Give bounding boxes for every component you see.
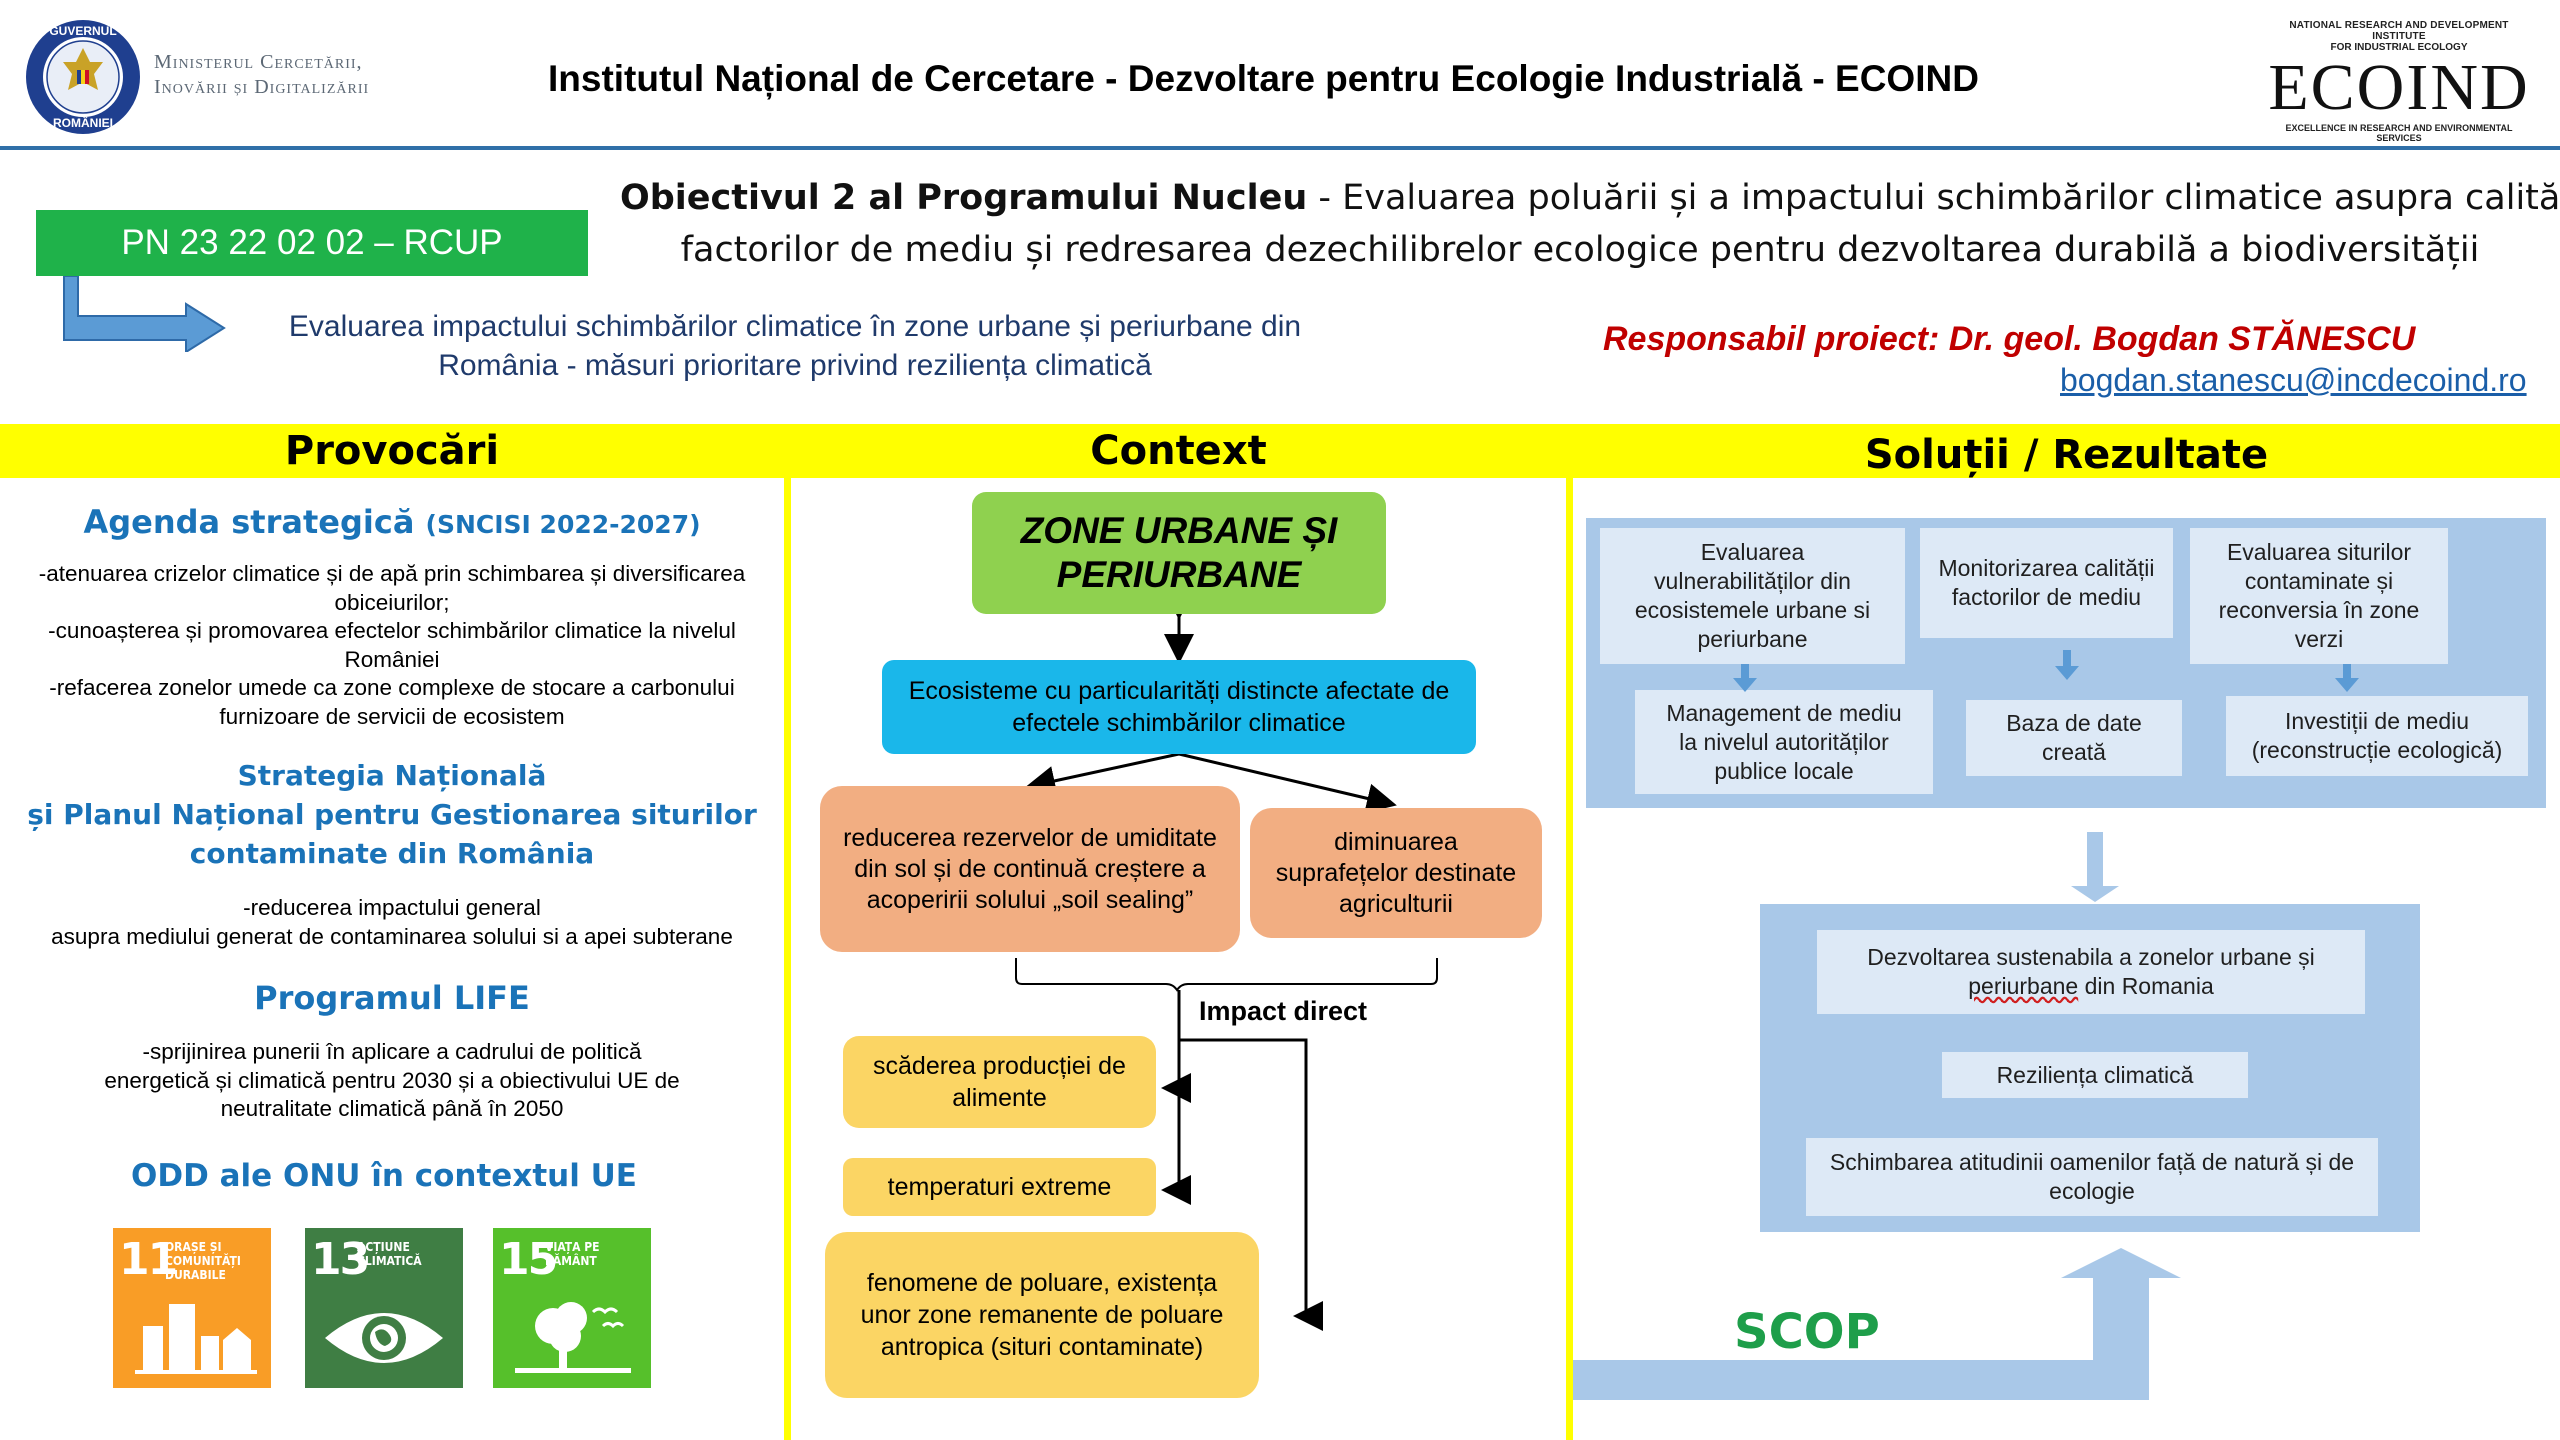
column-header-band [0, 424, 2560, 478]
attitude-box: Schimbarea atitudinii oamenilor față de … [1806, 1138, 2378, 1216]
ecoind-tagline-bottom: EXCELLENCE IN RESEARCH AND ENVIRONMENTAL… [2285, 123, 2513, 143]
objective-bold: Obiectivul 2 al Programului Nucleu [620, 178, 1308, 218]
strategy-line-1: Strategia Națională [237, 759, 547, 792]
sustainable-line-2-rest: din Romania [2078, 973, 2214, 999]
sdg-15-label: VIAȚA PE PĂMÂNT [545, 1240, 600, 1268]
project-code-badge: PN 23 22 02 02 – RCUP [36, 210, 588, 276]
sdg-13-icon: 13 ACȚIUNE CLIMATICĂ [305, 1228, 463, 1388]
odd-heading: ODD ale ONU în contextul UE [131, 1158, 637, 1194]
sdg-11-number: 11 [119, 1234, 178, 1285]
ministry-line-1: Ministerul Cercetării, [154, 51, 363, 73]
context-connectors [1015, 590, 1438, 1331]
sustainable-development-box: Dezvoltarea sustenabila a zonelor urbane… [1817, 930, 2365, 1014]
institute-title: Institutul Național de Cercetare - Dezvo… [548, 58, 1979, 99]
soil-reduction-box: reducerea rezervelor de umiditate din so… [820, 786, 1240, 952]
column-divider-right [1566, 424, 1573, 1440]
project-arrow [63, 276, 226, 352]
solution-bottom-box: Management de mediu la nivelul autorităț… [1635, 690, 1933, 794]
extreme-temperatures-box: temperaturi extreme [843, 1158, 1156, 1216]
objective-text-line-2: factorilor de mediu și redresarea dezech… [680, 230, 2480, 270]
solution-top-box: Evaluarea vulnerabilităților din ecosist… [1600, 528, 1905, 664]
project-subtitle-line-1: Evaluarea impactului schimbărilor climat… [288, 310, 1302, 343]
column-title-solutii: Soluții / Rezultate [1864, 432, 2269, 478]
agriculture-reduction-box: diminuarea suprafețelor destinate agricu… [1250, 808, 1542, 938]
zone-urban-box: ZONE URBANE ȘI PERIURBANE [972, 492, 1386, 614]
ecoind-wordmark: ECOIND [2268, 51, 2530, 124]
agenda-heading: Agenda strategică (SNCISI 2022-2027) [0, 500, 784, 547]
pollution-box: fenomene de poluare, existența unor zone… [825, 1232, 1259, 1398]
government-seal-logo: GUVERNUL ROMÂNIEI [24, 18, 142, 136]
sustainable-line-2: periurbane din Romania [1968, 972, 2214, 1001]
agenda-items: -atenuarea crizelor climatice și de apă … [0, 560, 784, 731]
scop-label: SCOP [1734, 1304, 1880, 1360]
column-title-context: Context [1090, 428, 1267, 474]
sustainable-underlined-word: periurbane [1968, 973, 2079, 999]
solution-bottom-box: Baza de date creată [1966, 700, 2182, 776]
project-responsible: Responsabil proiect: Dr. geol. Bogdan ST… [1603, 320, 2416, 358]
agenda-subtitle: (SNCISI 2022-2027) [425, 510, 701, 539]
life-items: -sprijinirea punerii în aplicare a cadru… [0, 1038, 784, 1124]
strategy-items: -reducerea impactului general asupra med… [0, 894, 784, 951]
food-production-box: scăderea producției de alimente [843, 1036, 1156, 1128]
sdg-15-icon: 15 VIAȚA PE PĂMÂNT [493, 1228, 651, 1388]
life-heading: Programul LIFE [254, 979, 530, 1017]
seal-text-bottom: ROMÂNIEI [53, 116, 113, 130]
ecoind-tagline-top-2: FOR INDUSTRIAL ECOLOGY [2330, 42, 2468, 53]
objective-text-line-1: - Evaluarea poluării și a impactului sch… [1307, 178, 2560, 218]
agenda-item: -refacerea zonelor umede ca zone complex… [49, 675, 735, 729]
ecoind-logo: NATIONAL RESEARCH AND DEVELOPMENT INSTIT… [2264, 20, 2534, 143]
solution-top-box: Evaluarea siturilor contaminate și recon… [2190, 528, 2448, 664]
project-subtitle-line-2: România - măsuri prioritare privind rezi… [438, 349, 1152, 382]
agenda-item: -atenuarea crizelor climatice și de apă … [38, 561, 746, 615]
sdg-15-number: 15 [499, 1234, 558, 1285]
project-email-link[interactable]: bogdan.stanescu@incdecoind.ro [2060, 362, 2527, 398]
project-subtitle: Evaluarea impactului schimbărilor climat… [220, 307, 1370, 385]
strategy-line-2: și Planul Național pentru Gestionarea si… [27, 798, 757, 831]
strategy-line-3: contaminate din România [189, 837, 595, 870]
ministry-name: Ministerul Cercetării, Inovării și Digit… [154, 50, 369, 100]
column-title-provocari: Provocări [284, 428, 500, 474]
program-objective: Obiectivul 2 al Programului Nucleu - Eva… [620, 172, 2560, 276]
ecoind-tagline-top-1: NATIONAL RESEARCH AND DEVELOPMENT INSTIT… [2289, 20, 2509, 42]
seal-text-top: GUVERNUL [49, 24, 117, 38]
strategy-heading: Strategia Națională și Planul Național p… [0, 756, 784, 873]
sdg-11-label: ORAȘE ȘI COMUNITĂȚI DURABILE [165, 1240, 241, 1282]
sdg-11-icon: 11 ORAȘE ȘI COMUNITĂȚI DURABILE [113, 1228, 271, 1388]
agenda-item: -cunoașterea și promovarea efectelor sch… [48, 618, 736, 672]
strategy-item: -reducerea impactului general asupra med… [51, 895, 733, 949]
agenda-title: Agenda strategică [83, 503, 415, 541]
sdg-13-number: 13 [311, 1234, 370, 1285]
ministry-line-2: Inovării și Digitalizării [154, 76, 370, 98]
solution-bottom-box: Investiții de mediu (reconstrucție ecolo… [2226, 696, 2528, 776]
sustainable-line-1: Dezvoltarea sustenabila a zonelor urbane… [1867, 944, 2315, 970]
header-rule [0, 146, 2560, 150]
ecosystems-box: Ecosisteme cu particularități distincte … [882, 660, 1476, 754]
life-item: -sprijinirea punerii în aplicare a cadru… [104, 1039, 680, 1121]
resilience-box: Reziliența climatică [1942, 1052, 2248, 1098]
impact-direct-label: Impact direct [1199, 996, 1368, 1026]
sdg-13-label: ACȚIUNE CLIMATICĂ [357, 1240, 422, 1268]
solution-top-box: Monitorizarea calității factorilor de me… [1920, 528, 2173, 638]
column-divider-left [784, 424, 791, 1440]
